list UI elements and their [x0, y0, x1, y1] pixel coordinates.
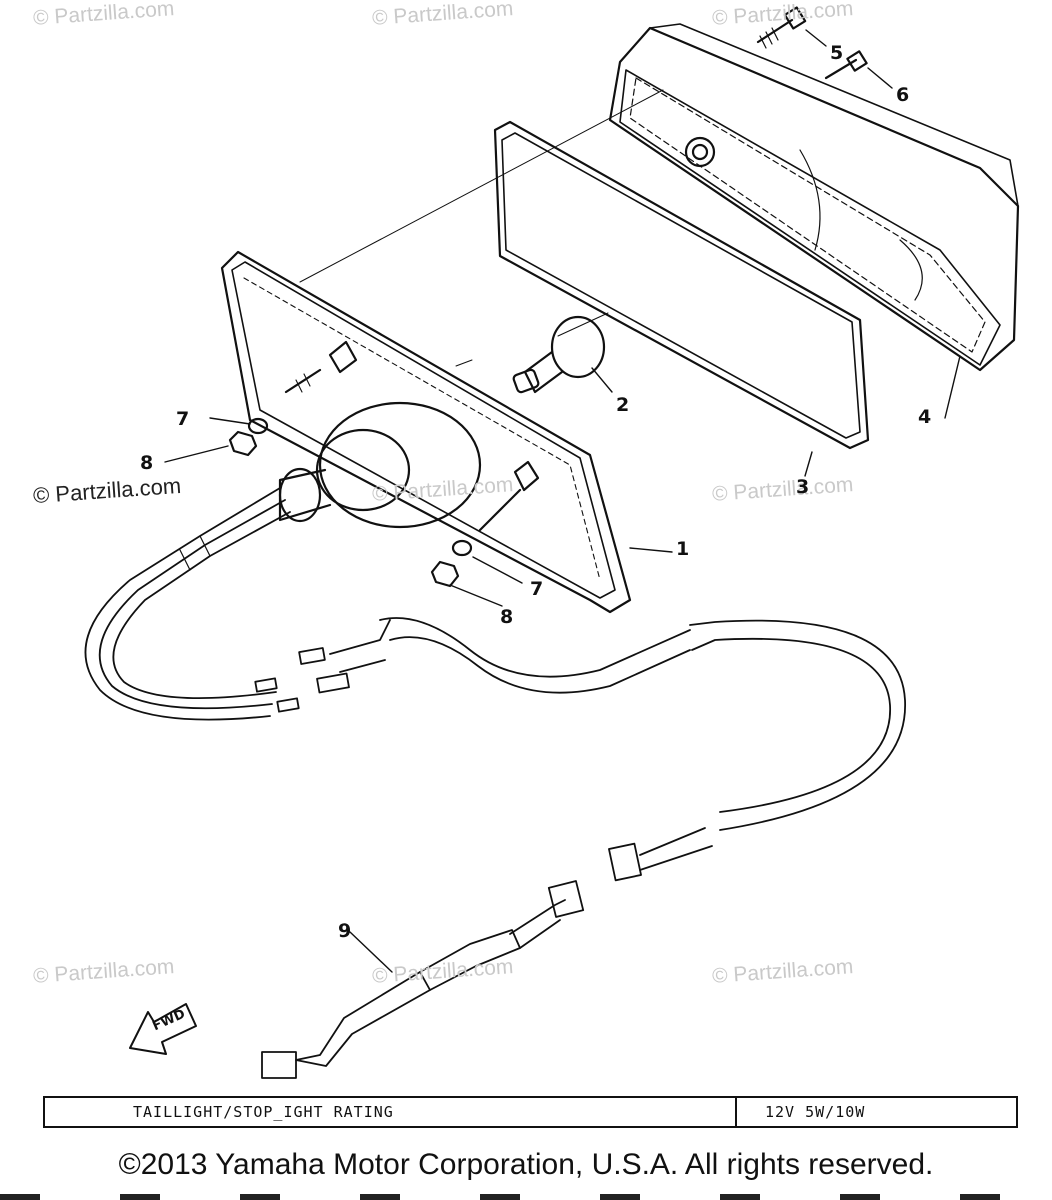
callout-7b: 7: [530, 578, 544, 600]
callout-3: 3: [796, 476, 810, 498]
wire-harness: [84, 487, 906, 882]
callout-6: 6: [896, 84, 910, 106]
part-6-screw: [824, 50, 893, 89]
part-4-lens: [608, 23, 1020, 419]
part-3-gasket: [493, 120, 870, 477]
callout-9: 9: [338, 920, 352, 942]
exploded-parts-diagram: [84, 6, 1020, 1079]
callout-7: 7: [176, 408, 190, 430]
callout-8b: 8: [500, 606, 514, 628]
callout-1: 1: [676, 538, 690, 560]
bottom-divider: [0, 1194, 1052, 1200]
callout-5: 5: [830, 42, 844, 64]
part-5-screw: [756, 6, 827, 49]
part-9-harness: [261, 880, 585, 1079]
copyright-notice: ©2013 Yamaha Motor Corporation, U.S.A. A…: [118, 1148, 934, 1181]
rating-table: TAILLIGHT/STOP_IGHT RATING 12V 5W/10W: [43, 1096, 1018, 1128]
rating-value: 12V 5W/10W: [735, 1098, 1016, 1126]
part-1-base: [220, 250, 673, 614]
callout-4: 4: [918, 406, 932, 428]
rating-label: TAILLIGHT/STOP_IGHT RATING: [133, 1103, 394, 1121]
callout-8: 8: [140, 452, 154, 474]
fwd-arrow-icon: [129, 1003, 197, 1055]
parts-7-8-fasteners: [164, 368, 523, 607]
part-2-bulb: [512, 315, 613, 394]
callout-2: 2: [616, 394, 630, 416]
